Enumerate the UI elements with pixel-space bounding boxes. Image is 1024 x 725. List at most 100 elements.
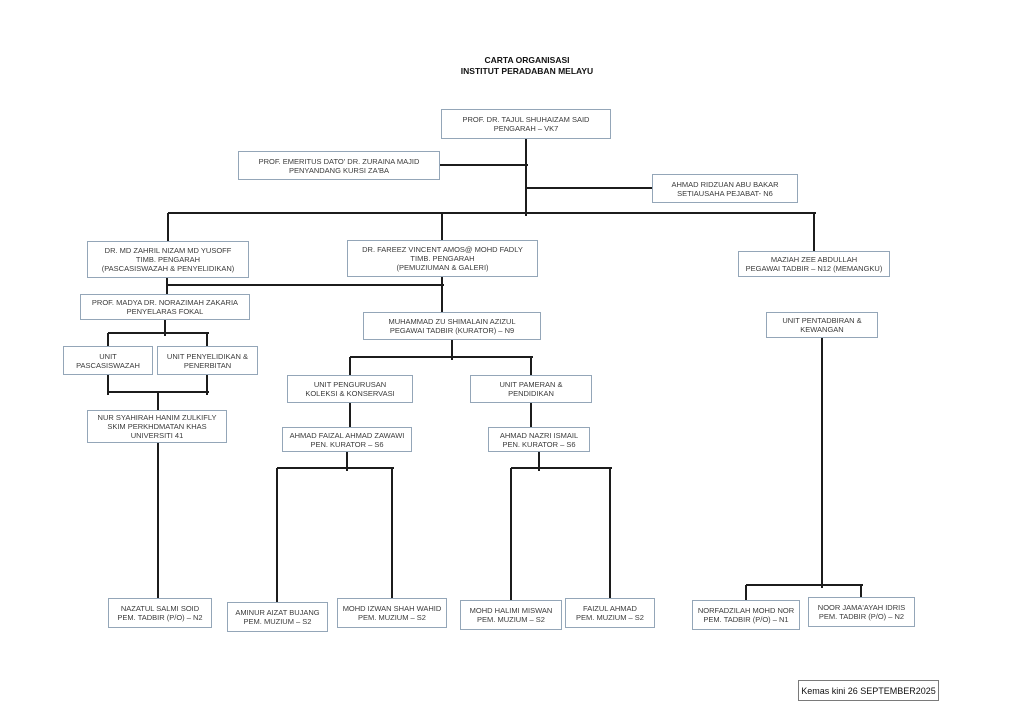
connector-line bbox=[441, 213, 443, 242]
org-node-text: PEM. MUZIUM – S2 bbox=[576, 613, 644, 622]
connector-line bbox=[538, 452, 540, 471]
org-node-text: AHMAD NAZRI ISMAIL bbox=[499, 430, 579, 440]
connector-line bbox=[168, 212, 816, 214]
connector-line bbox=[609, 468, 611, 600]
last-updated-box: Kemas kini 26 SEPTEMBER2025 bbox=[798, 680, 939, 701]
connector-line bbox=[530, 357, 532, 377]
connector-line bbox=[526, 187, 654, 189]
connector-line bbox=[510, 468, 512, 602]
connector-line bbox=[441, 277, 443, 314]
org-node-text: MOHD IZWAN SHAH WAHID bbox=[342, 604, 442, 613]
org-node-text: PEM. TADBIR (P/O) – N1 bbox=[703, 615, 789, 624]
org-node-text: NOOR JAMA'AYAH IDRIS bbox=[817, 603, 906, 612]
connector-line bbox=[349, 357, 351, 377]
org-node-text: PEGAWAI TADBIR (KURATOR) – N9 bbox=[389, 326, 515, 335]
org-node-text: MAZIAH ZEE ABDULLAH bbox=[770, 255, 858, 264]
org-node-text: TIMB. PENGARAH bbox=[135, 255, 201, 264]
org-node-text: PENYELARAS FOKAL bbox=[126, 307, 204, 316]
org-node-text: UNIT bbox=[99, 351, 117, 361]
connector-line bbox=[451, 340, 453, 360]
org-node-text: AMINUR AIZAT BUJANG bbox=[235, 608, 320, 617]
connector-line bbox=[276, 468, 278, 604]
org-node-text: FAIZUL AHMAD bbox=[583, 604, 637, 613]
org-node-text: PEN. KURATOR – S6 bbox=[502, 439, 576, 449]
org-node-text: UNIT PAMERAN & bbox=[499, 380, 563, 389]
org-node-text: NAZATUL SALMI SOID bbox=[120, 604, 200, 613]
connector-line bbox=[821, 338, 823, 588]
org-node-text: AHMAD FAIZAL AHMAD ZAWAWI bbox=[289, 430, 405, 440]
connector-line bbox=[277, 467, 394, 469]
connector-line bbox=[745, 585, 747, 602]
org-node-text: SKIM PERKHDMATAN KHAS bbox=[107, 422, 207, 431]
org-node-text: DR. MD ZAHRIL NIZAM MD YUSOFF bbox=[104, 246, 232, 255]
connector-line bbox=[107, 375, 109, 395]
org-node-text: PEM. TADBIR (P/O) – N2 bbox=[818, 612, 905, 621]
connector-line bbox=[346, 452, 348, 471]
connector-line bbox=[860, 585, 862, 599]
org-node-text: KOLEKSI & KONSERVASI bbox=[305, 389, 395, 398]
org-node-text: PROF. MADYA DR. NORAZIMAH ZAKARIA bbox=[91, 298, 239, 307]
org-node-text: UNIT PENGURUSAN bbox=[313, 380, 387, 389]
last-updated-label: Kemas kini 26 SEPTEMBER2025 bbox=[801, 685, 936, 696]
org-node-text: TIMB. PENGARAH bbox=[410, 254, 475, 263]
org-node-text: UNIT PENYELIDIKAN & bbox=[166, 351, 249, 361]
page-title-line1: CARTA ORGANISASI bbox=[484, 55, 570, 65]
connector-line bbox=[167, 284, 444, 286]
connector-line bbox=[440, 164, 528, 166]
org-node-text: PEM. MUZIUM – S2 bbox=[358, 613, 426, 622]
org-node-text: PROF. EMERITUS DATO' DR. ZURAINA MAJID bbox=[258, 156, 420, 166]
connector-line bbox=[391, 468, 393, 600]
org-node-text: PEN. KURATOR – S6 bbox=[310, 439, 384, 449]
connector-line bbox=[157, 392, 159, 412]
org-node-unitPenyelidikan: UNIT PENYELIDIKAN &PENERBITAN bbox=[157, 346, 258, 375]
org-node-text: PEGAWAI TADBIR – N12 (MEMANGKU) bbox=[745, 264, 883, 273]
connector-line bbox=[164, 320, 166, 336]
org-node-text: NUR SYAHIRAH HANIM ZULKIFLY bbox=[97, 413, 217, 422]
connector-line bbox=[746, 584, 863, 586]
connector-line bbox=[206, 333, 208, 348]
org-node-text: PEM. MUZIUM – S2 bbox=[477, 615, 545, 624]
org-node-unitPentadbiran: UNIT PENTADBIRAN &KEWANGAN bbox=[766, 312, 878, 338]
org-node-text: UNIT PENTADBIRAN & bbox=[782, 316, 862, 325]
org-node-text: PASCASISWAZAH bbox=[76, 360, 140, 370]
org-node-text: PEM. MUZIUM – S2 bbox=[243, 617, 312, 626]
org-node-text: PENDIDIKAN bbox=[508, 389, 554, 398]
org-node-text: (PEMUZIUMAN & GALERI) bbox=[396, 263, 489, 272]
connector-line bbox=[525, 139, 527, 216]
page-title-line2: INSTITUT PERADABAN MELAYU bbox=[460, 66, 594, 76]
page-title: CARTA ORGANISASI INSTITUT PERADABAN MELA… bbox=[377, 55, 677, 77]
org-node-text: PENGARAH – VK7 bbox=[493, 124, 559, 133]
connector-line bbox=[813, 213, 815, 253]
connector-line bbox=[349, 403, 351, 429]
connector-line bbox=[530, 403, 532, 429]
org-node-unitPameran: UNIT PAMERAN &PENDIDIKAN bbox=[470, 375, 592, 403]
org-node-text: PENERBITAN bbox=[183, 360, 232, 370]
connector-line bbox=[350, 356, 533, 358]
connector-line bbox=[206, 375, 208, 395]
org-node-text: AHMAD RIDZUAN ABU BAKAR bbox=[671, 179, 779, 189]
connector-line bbox=[108, 332, 209, 334]
connector-line bbox=[166, 278, 168, 296]
org-node-text: PENYANDANG KURSI ZA'BA bbox=[288, 165, 390, 175]
org-node-text: (PASCASISWAZAH & PENYELIDIKAN) bbox=[101, 264, 235, 273]
org-node-text: DR. FAREEZ VINCENT AMOS@ MOHD FADLY bbox=[362, 245, 523, 254]
org-node-text: UNIVERSITI 41 bbox=[130, 431, 184, 440]
connector-line bbox=[107, 333, 109, 348]
